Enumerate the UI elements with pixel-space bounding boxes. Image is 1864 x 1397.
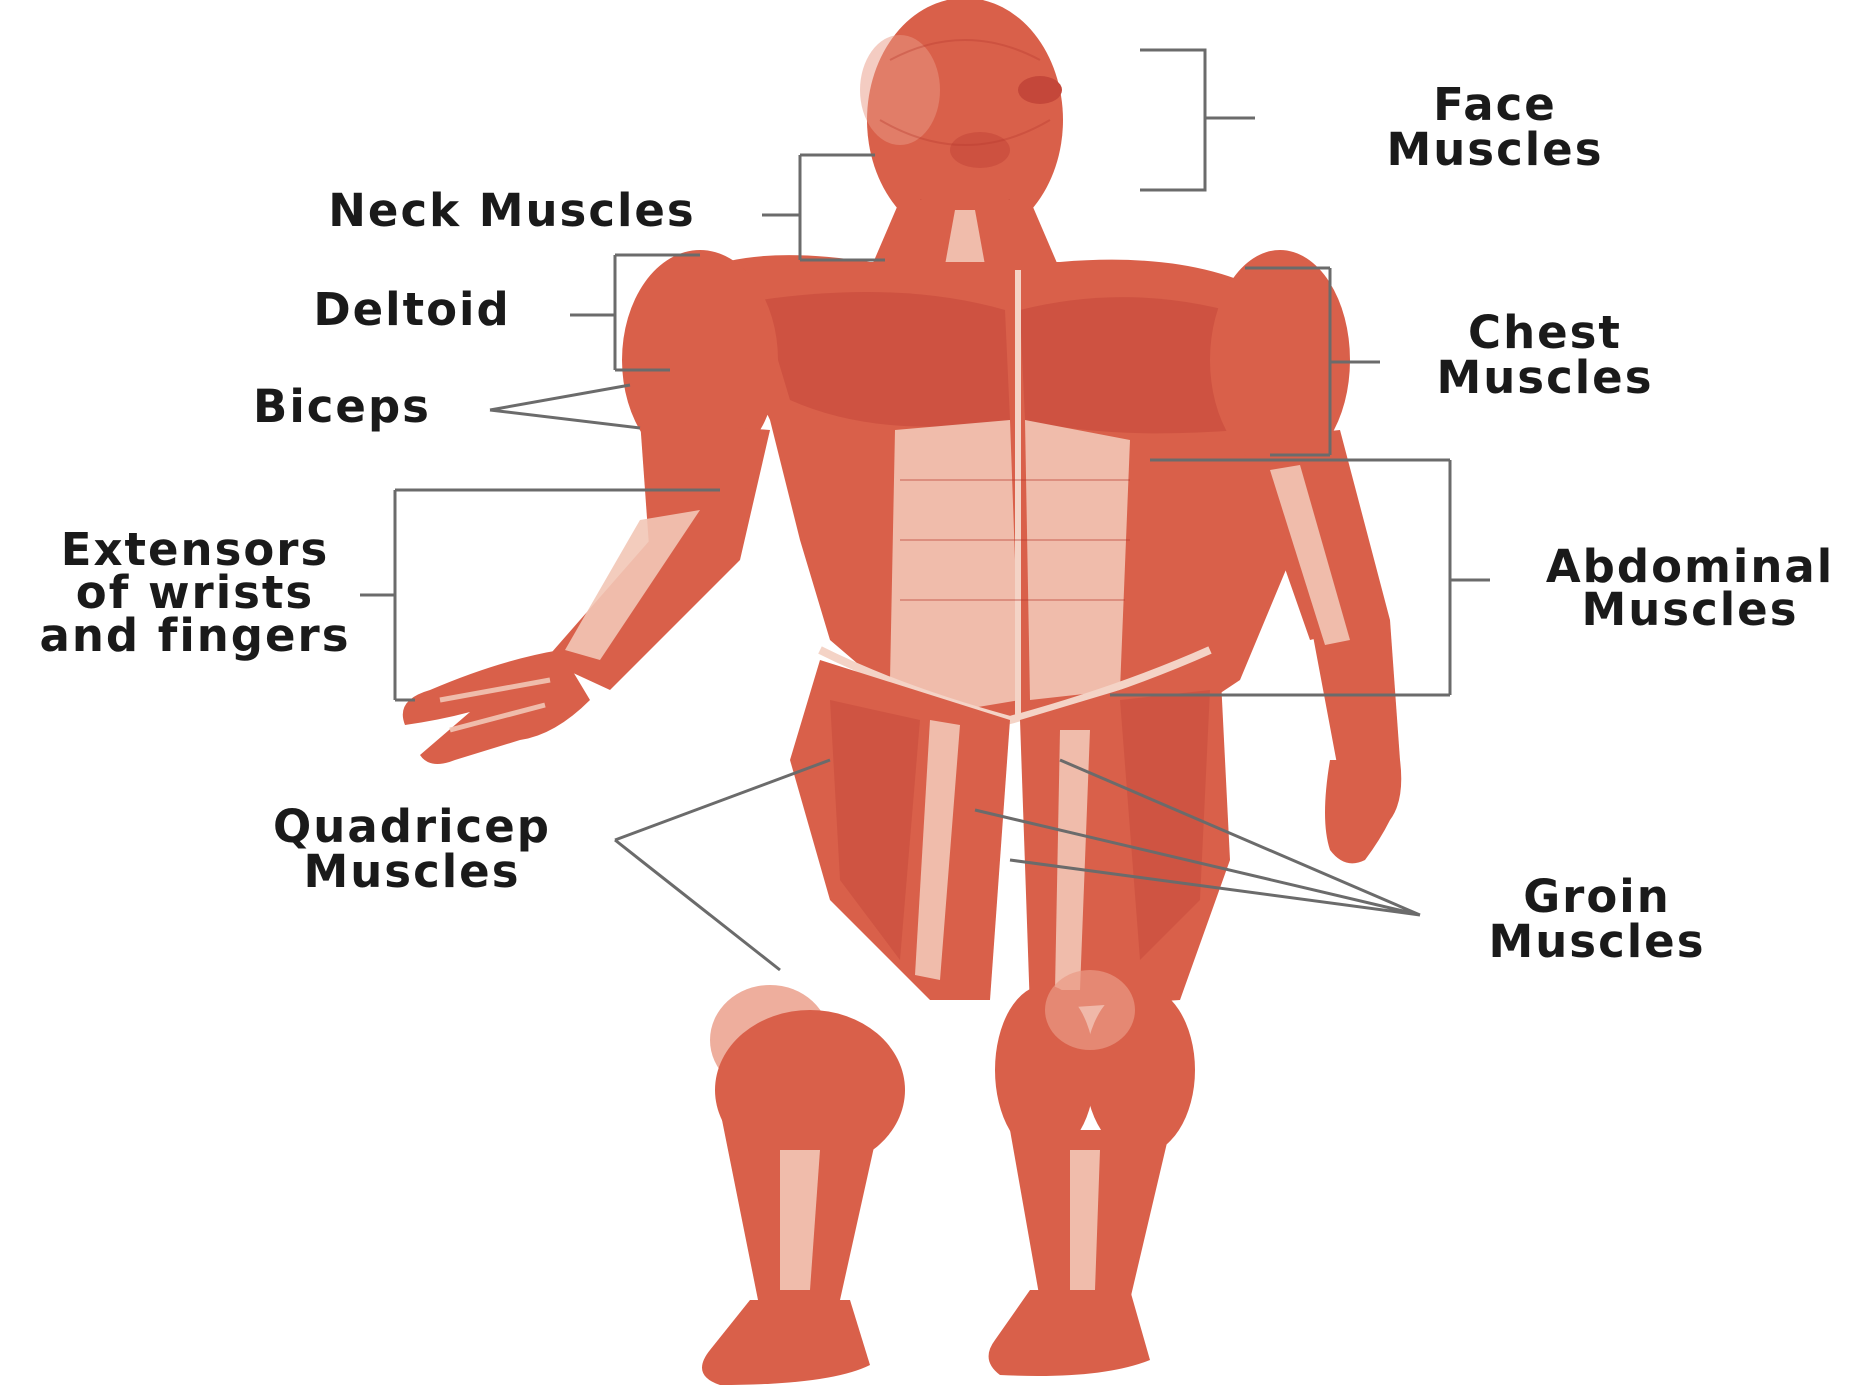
quadricep-leaders	[615, 760, 830, 970]
face-bracket	[1140, 50, 1255, 190]
right-leg	[702, 660, 1010, 1385]
label-groin-line2: Muscles	[1488, 915, 1705, 968]
label-abdominal-line2: Muscles	[1581, 583, 1798, 636]
label-quadricep-line2: Muscles	[303, 845, 520, 898]
neck	[870, 200, 1060, 270]
left-leg	[989, 660, 1230, 1376]
label-extensors-line3: and fingers	[39, 609, 350, 662]
label-deltoid: Deltoid	[313, 283, 510, 336]
label-chest-line2: Muscles	[1436, 351, 1653, 404]
label-face-line2: Muscles	[1386, 123, 1603, 176]
label-biceps: Biceps	[253, 380, 431, 433]
biceps-leader	[490, 385, 640, 428]
label-neck-muscles: Neck Muscles	[328, 184, 695, 237]
neck-bracket	[762, 155, 885, 260]
